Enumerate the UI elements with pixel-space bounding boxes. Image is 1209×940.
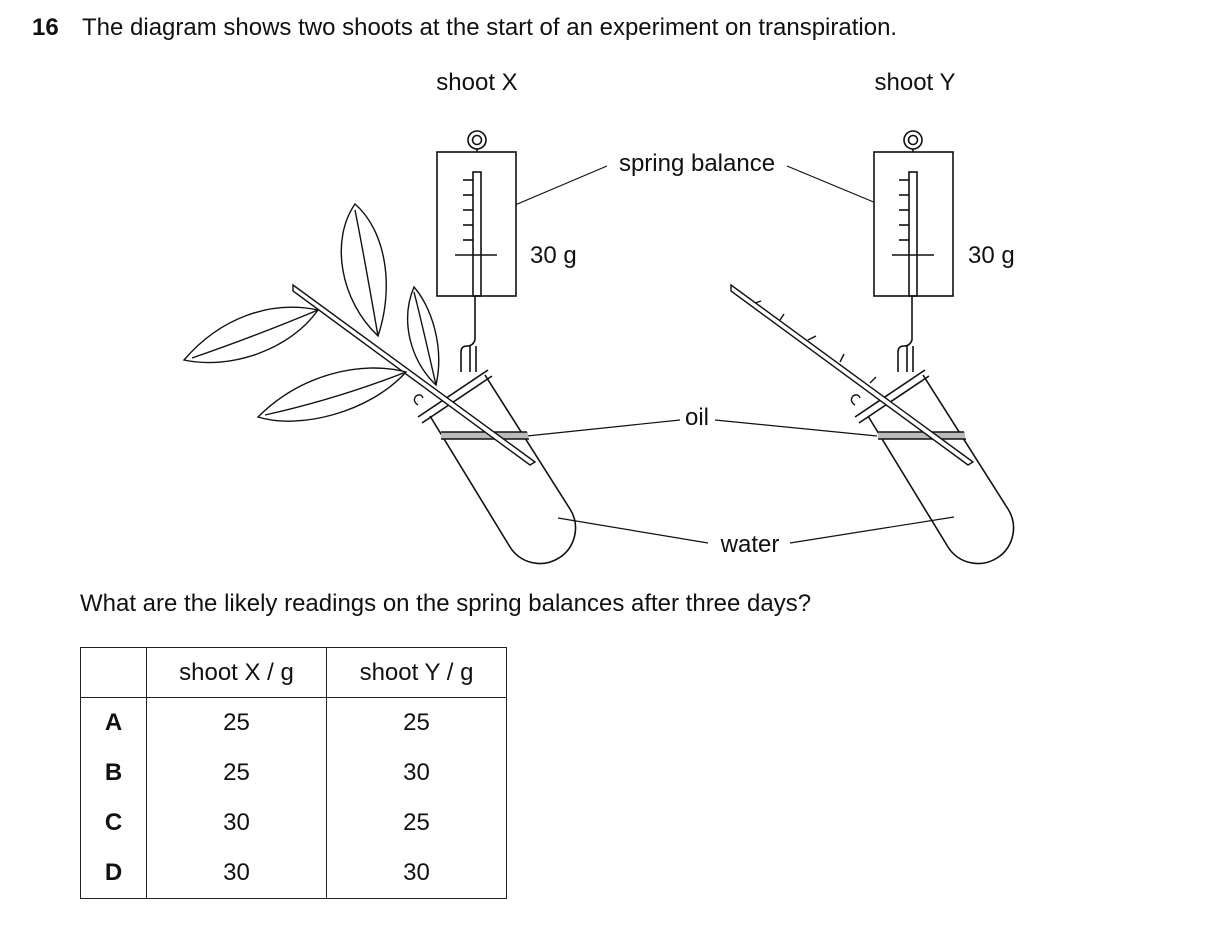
shoot-y xyxy=(730,283,975,466)
option-label: A xyxy=(80,697,147,748)
table-header-shoot-y: shoot Y / g xyxy=(326,647,507,698)
reading-y-label: 30 g xyxy=(968,242,1015,269)
spring-balance-x xyxy=(436,130,517,372)
shoot-x-value: 30 xyxy=(146,798,327,848)
shoot-y-value: 30 xyxy=(326,748,507,798)
question-text: The diagram shows two shoots at the star… xyxy=(82,14,898,41)
option-label: D xyxy=(80,848,147,899)
shoot-y-value: 25 xyxy=(326,697,507,748)
shoot-y-label: shoot Y xyxy=(875,69,956,96)
shoot-y-value: 30 xyxy=(326,848,507,899)
question-number: 16 xyxy=(32,14,59,41)
transpiration-diagram: shoot X shoot Y spring balance 30 g 30 g… xyxy=(182,69,1015,565)
oil-label: oil xyxy=(685,404,709,431)
table-header-row: shoot X / g shoot Y / g xyxy=(80,647,507,698)
sub-question: What are the likely readings on the spri… xyxy=(80,590,812,617)
reading-x-label: 30 g xyxy=(530,242,577,269)
answer-table: shoot X / g shoot Y / g A 25 25 B 25 30 … xyxy=(80,647,507,899)
option-label: C xyxy=(80,798,147,848)
spring-balance-y xyxy=(873,130,954,372)
shoot-x-label: shoot X xyxy=(436,69,517,96)
table-header-shoot-x: shoot X / g xyxy=(146,647,327,698)
shoot-x-value: 25 xyxy=(146,697,327,748)
test-tube-x xyxy=(417,369,577,565)
table-header-blank xyxy=(80,647,147,698)
shoot-y-value: 25 xyxy=(326,798,507,848)
shoot-x-value: 25 xyxy=(146,748,327,798)
spring-balance-label: spring balance xyxy=(619,150,775,177)
shoot-x-value: 30 xyxy=(146,848,327,899)
shoot-x xyxy=(182,202,537,466)
option-label: B xyxy=(80,748,147,798)
table-row: C 30 25 xyxy=(80,798,507,848)
test-tube-y xyxy=(854,369,1015,565)
table-row: A 25 25 xyxy=(80,697,507,748)
water-label: water xyxy=(720,531,780,558)
table-row: B 25 30 xyxy=(80,748,507,798)
table-row: D 30 30 xyxy=(80,848,507,899)
